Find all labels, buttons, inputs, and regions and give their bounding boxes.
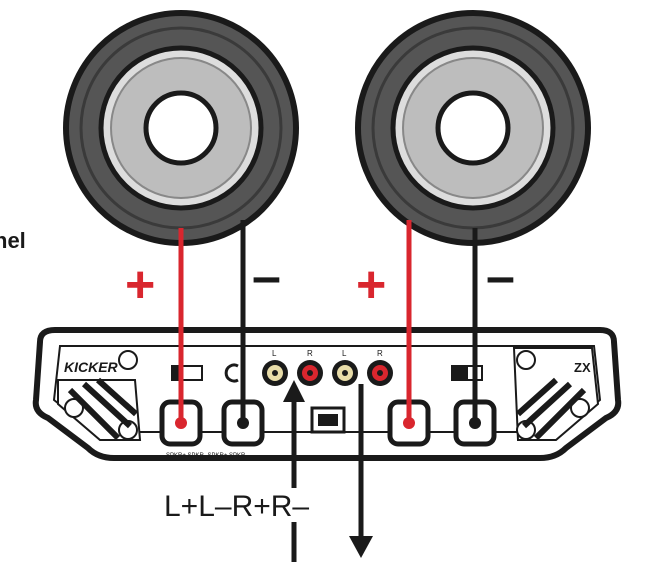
rca-label-4: R: [377, 349, 383, 358]
left-speaker: [63, 10, 299, 246]
wiring-label: L+L–R+R–: [164, 490, 309, 523]
left-heatsink: [57, 350, 142, 441]
rca-jacks: L R L R: [262, 349, 393, 386]
right-minus-sign: –: [486, 248, 515, 306]
rca-label-1: L: [272, 349, 277, 358]
amplifier: KICKER ZX L R L R: [32, 327, 622, 461]
right-speaker: [355, 10, 591, 246]
amp-model: ZX: [574, 360, 591, 375]
amp-brand: KICKER: [64, 359, 119, 375]
arrow-up-icon: [283, 380, 305, 562]
right-heatsink: [512, 347, 600, 441]
terminal-print: SPKR+ SPKR- SPKR+ SPKR-: [166, 453, 247, 459]
left-minus-sign: –: [252, 248, 281, 306]
arrow-down-icon: [349, 384, 373, 558]
side-text: nel: [0, 228, 26, 253]
rca-label-2: R: [307, 349, 313, 358]
left-plus-sign: +: [125, 256, 155, 314]
usb-port-icon: [310, 406, 346, 434]
rca-label-3: L: [342, 349, 347, 358]
right-plus-sign: +: [356, 256, 386, 314]
